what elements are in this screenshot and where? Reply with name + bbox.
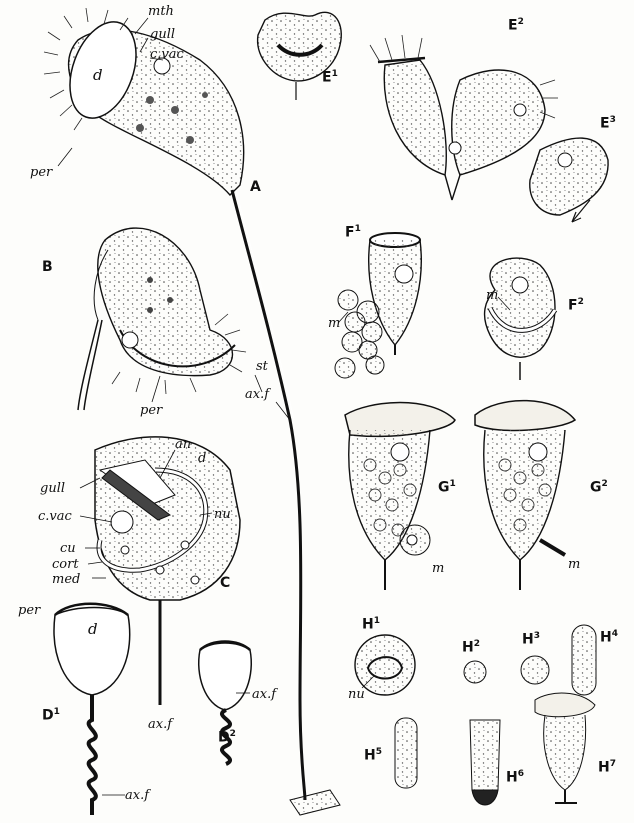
label-axf-d2: ax.f: [252, 688, 276, 701]
label-m-f2: m: [486, 289, 498, 302]
figure-h7-organism: [535, 693, 595, 803]
caption-h4: H4: [600, 630, 618, 645]
label-an: an: [175, 438, 191, 451]
label-per-a: per: [30, 166, 52, 179]
caption-g2: G2: [590, 480, 608, 495]
caption-d1: D1: [42, 708, 60, 723]
caption-e2: E2: [508, 18, 524, 33]
figure-e3-organism: [530, 138, 608, 222]
caption-f2: F2: [568, 298, 584, 313]
label-axf-c: ax.f: [148, 718, 172, 731]
caption-f1: F1: [345, 225, 361, 240]
caption-h7: H7: [598, 760, 616, 775]
label-nu-c: nu: [214, 508, 231, 521]
figure-h3-organism: [521, 656, 549, 684]
caption-h2: H2: [462, 640, 480, 655]
figure-h5-organism: [395, 718, 417, 788]
figure-e1-organism: [258, 12, 342, 100]
caption-g1: G1: [438, 480, 456, 495]
label-m-f1: m: [328, 317, 340, 330]
caption-c: C: [220, 576, 230, 590]
caption-d2: D2: [218, 730, 236, 745]
caption-e3: E3: [600, 116, 616, 131]
label-per-d: per: [18, 604, 40, 617]
label-med: med: [52, 573, 80, 586]
label-st: st: [256, 360, 268, 373]
label-per-b: per: [140, 404, 162, 417]
figure-h6-organism: [470, 720, 500, 805]
label-nu-h1: nu: [348, 688, 365, 701]
figure-g2-organism: [475, 401, 575, 590]
label-m-g2: m: [568, 558, 580, 571]
figure-f1-organism: [335, 233, 421, 378]
figure-h2-organism: [464, 661, 486, 683]
figure-h4-organism: [572, 625, 596, 695]
label-d-a: d: [93, 68, 103, 83]
label-cort: cort: [52, 558, 79, 571]
label-d-c: d: [198, 452, 206, 465]
label-cvac-a: c.vac: [150, 48, 184, 61]
caption-e1: E1: [322, 70, 338, 85]
label-m-g1: m: [432, 562, 444, 575]
label-axf-d1: ax.f: [125, 789, 149, 802]
label-cu: cu: [60, 542, 76, 555]
caption-b: B: [42, 260, 53, 274]
caption-h5: H5: [364, 748, 382, 763]
caption-h3: H3: [522, 632, 540, 647]
caption-h1: H1: [362, 617, 380, 632]
label-gull-c: gull: [40, 482, 65, 495]
caption-h6: H6: [506, 770, 524, 785]
label-mth: mth: [148, 5, 174, 18]
caption-a: A: [250, 180, 261, 194]
label-axf-a: ax.f: [245, 388, 269, 401]
figure-f2-organism: [485, 258, 555, 380]
figure-b-organism: [78, 228, 246, 410]
label-d-d: d: [88, 622, 98, 637]
label-cvac-c: c.vac: [38, 510, 72, 523]
figure-e2-organism: [370, 35, 558, 200]
label-gull-a: gull: [150, 28, 175, 41]
